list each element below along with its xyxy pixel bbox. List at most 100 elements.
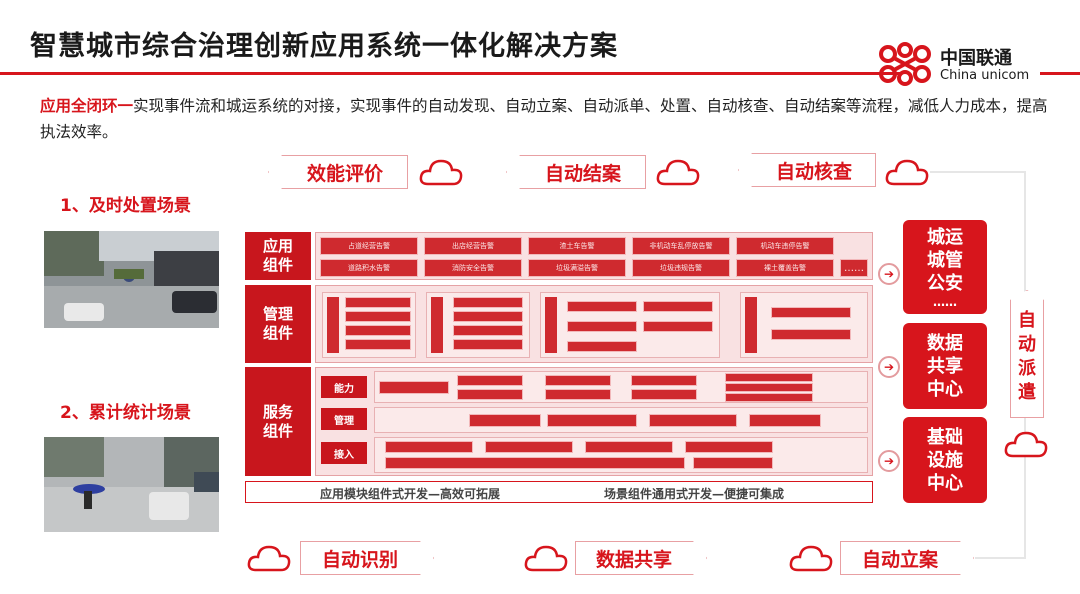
mgmt-chip: [453, 339, 523, 350]
logo-en-text: China unicom: [940, 68, 1030, 83]
app-chip: 道路积水告警: [320, 259, 418, 277]
service-chip: [385, 457, 685, 469]
flow-step-auto-register: 自动立案: [840, 541, 974, 575]
mgmt-chip: [453, 311, 523, 322]
service-chip: [725, 383, 813, 392]
center-line: 共享: [927, 355, 963, 377]
service-row-access: 接入: [321, 442, 367, 464]
service-chip: [457, 389, 523, 400]
capability-group: [374, 371, 868, 403]
mgmt-chip: [643, 301, 713, 312]
center-line: 中心: [927, 378, 963, 400]
service-chip: [469, 414, 541, 427]
cloud-icon: [523, 542, 569, 574]
logo-cn-text: 中国联通: [940, 48, 1012, 69]
app-chip: 非机动车乱停放告警: [632, 237, 730, 255]
app-chip: 消防安全告警: [424, 259, 522, 277]
center-line: 城运: [927, 226, 963, 248]
loop-line-top: [930, 171, 1026, 173]
mgmt-layer-panel: [315, 285, 873, 363]
center-line: 基础: [927, 426, 963, 448]
mgmt-chip: [771, 307, 851, 318]
intro-highlight: 应用全闭环一: [40, 97, 134, 115]
mgmt-chip: [345, 297, 411, 308]
layer-label-mgmt: 管理组件: [245, 285, 311, 363]
intro-text: 实现事件流和城运系统的对接，实现事件的自动发现、自动立案、自动派单、处置、自动核…: [40, 97, 1048, 141]
mgmt-group-tag: [545, 297, 557, 353]
cloud-icon: [246, 542, 292, 574]
mgmt-chip: [345, 325, 411, 336]
service-chip: [547, 414, 637, 427]
arrow-right-icon: ➔: [878, 263, 900, 285]
flow-step-data-share: 数据共享: [575, 541, 707, 575]
flow-step-auto-identify: 自动识别: [300, 541, 434, 575]
mgmt-chip: [345, 311, 411, 322]
center-line: 设施: [927, 449, 963, 471]
app-chip: 垃圾满溢告警: [528, 259, 626, 277]
arrow-right-icon: ➔: [878, 356, 900, 378]
mgmt-group: [540, 292, 720, 358]
mgmt-group: [322, 292, 416, 358]
dev-principle-left: 应用模块组件式开发—高效可拓展: [320, 487, 501, 501]
service-chip: [749, 414, 821, 427]
mgmt-chip: [567, 321, 637, 332]
service-chip: [685, 441, 773, 453]
center-infrastructure: 基础 设施 中心: [903, 417, 987, 503]
app-chip-more: ……: [840, 259, 868, 277]
service-chip: [725, 373, 813, 382]
access-group: [374, 437, 868, 473]
service-chip: [631, 375, 697, 386]
app-chip: 占道经营告警: [320, 237, 418, 255]
architecture-diagram: 应用组件 占道经营告警 出店经营告警 渣土车告警 非机动车乱停放告警 机动车违停…: [245, 230, 877, 505]
mgmt-chip: [453, 325, 523, 336]
mgmt-chip: [567, 301, 637, 312]
mgmt-chip: [771, 329, 851, 340]
center-line: 城管: [927, 249, 963, 271]
service-chip: [649, 414, 737, 427]
service-row-capability: 能力: [321, 376, 367, 398]
layer-label-service: 服务组件: [245, 367, 311, 476]
mgmt-chip: [345, 339, 411, 350]
mgmt-chip: [567, 341, 637, 352]
loop-line-bottom: [975, 557, 1026, 559]
app-chip: 出店经营告警: [424, 237, 522, 255]
app-chip: 渣土车告警: [528, 237, 626, 255]
service-chip: [379, 381, 449, 394]
cloud-icon: [884, 156, 930, 188]
service-layer-panel: 能力 管理 接入: [315, 367, 873, 476]
service-row-management: 管理: [321, 408, 367, 430]
flow-step-efficiency-eval: 效能评价: [268, 155, 408, 189]
app-chip: 机动车违停告警: [736, 237, 834, 255]
mgmt-group: [426, 292, 530, 358]
scene-title-statistics: 2、累计统计场景: [60, 403, 191, 423]
app-layer-panel: 占道经营告警 出店经营告警 渣土车告警 非机动车乱停放告警 机动车违停告警 道路…: [315, 232, 873, 280]
service-chip: [545, 375, 611, 386]
service-chip: [725, 393, 813, 402]
page-title: 智慧城市综合治理创新应用系统一体化解决方案: [30, 31, 618, 62]
mgmt-group-tag: [745, 297, 757, 353]
dev-principles-bar: 应用模块组件式开发—高效可拓展 场景组件通用式开发—便捷可集成: [245, 481, 873, 503]
service-chip: [385, 441, 473, 453]
flow-step-auto-close: 自动结案: [506, 155, 646, 189]
service-chip: [631, 389, 697, 400]
app-chip: 垃圾违规告警: [632, 259, 730, 277]
scene-title-timely: 1、及时处置场景: [60, 196, 191, 216]
layer-label-app: 应用组件: [245, 232, 311, 280]
app-chip: 裸土覆盖告警: [736, 259, 834, 277]
mgmt-group-tag: [431, 297, 443, 353]
arrow-right-icon: ➔: [878, 450, 900, 472]
center-line: 数据: [927, 332, 963, 354]
management-group: [374, 407, 868, 433]
mgmt-group: [740, 292, 868, 358]
cloud-icon: [655, 156, 701, 188]
china-unicom-logo-icon: [879, 42, 931, 86]
cloud-icon: [418, 156, 464, 188]
center-line: 公安: [927, 272, 963, 294]
scene-photo-street: [44, 231, 219, 328]
mgmt-chip: [453, 297, 523, 308]
service-chip: [485, 441, 573, 453]
flow-step-auto-dispatch: 自动派遣: [1010, 290, 1044, 418]
center-line: ……: [933, 294, 957, 309]
center-city-ops: 城运 城管 公安 ……: [903, 220, 987, 314]
service-chip: [585, 441, 673, 453]
